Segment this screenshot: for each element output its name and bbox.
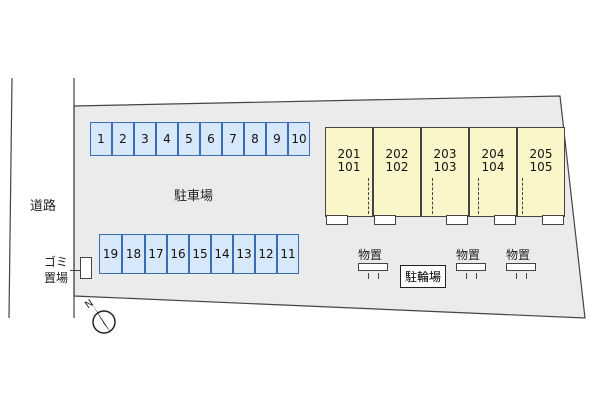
road-edge-left	[8, 77, 13, 319]
parking-slot: 9	[266, 122, 288, 156]
parking-slot: 16	[167, 234, 189, 274]
parking-slot: 5	[178, 122, 200, 156]
unit: 204 104	[469, 127, 517, 217]
bicycle-parking-label: 駐輪場	[400, 265, 447, 288]
parking-slot: 19	[99, 234, 122, 274]
unit-lower-number: 105	[529, 160, 553, 174]
unit-lower-number: 104	[481, 160, 505, 174]
parking-slot: 17	[145, 234, 167, 274]
entrance-step	[542, 215, 564, 225]
unit-upper-number: 201	[337, 147, 361, 161]
unit-upper-number: 202	[385, 147, 409, 161]
parking-slot: 14	[211, 234, 233, 274]
door-line	[420, 178, 421, 214]
unit-lower-number: 103	[433, 160, 457, 174]
parking-slot: 10	[288, 122, 310, 156]
parking-slot: 18	[122, 234, 145, 274]
door-line	[368, 178, 369, 214]
storage-shed	[456, 263, 486, 279]
unit: 205 105	[517, 127, 565, 217]
storage-label: 物置	[358, 248, 383, 262]
parking-slot: 2	[112, 122, 134, 156]
garbage-area-box	[80, 257, 92, 279]
unit-upper-number: 203	[433, 147, 457, 161]
garbage-leader-line	[70, 270, 80, 271]
garbage-label-line1: ゴミ	[44, 255, 69, 269]
entrance-step	[494, 215, 516, 225]
entrance-step	[326, 215, 348, 225]
unit: 202 102	[373, 127, 421, 217]
garbage-label-line2: 置場	[44, 271, 69, 285]
parking-slot: 11	[277, 234, 299, 274]
unit-lower-number: 101	[337, 160, 361, 174]
road-label: 道路	[30, 199, 57, 214]
parking-slot: 1	[90, 122, 112, 156]
parking-label: 駐車場	[174, 189, 214, 204]
storage-label: 物置	[506, 248, 531, 262]
parking-slot: 7	[222, 122, 244, 156]
entrance-step	[446, 215, 468, 225]
storage-shed	[358, 263, 388, 279]
parking-slot: 6	[200, 122, 222, 156]
unit-upper-number: 205	[529, 147, 553, 161]
unit-upper-number: 204	[481, 147, 505, 161]
door-line	[478, 178, 479, 214]
storage-label: 物置	[456, 248, 481, 262]
parking-slot: 15	[189, 234, 211, 274]
door-line	[432, 178, 433, 214]
parking-slot: 8	[244, 122, 266, 156]
north-compass	[92, 304, 116, 334]
unit: 201 101	[325, 127, 373, 217]
parking-slot: 4	[156, 122, 178, 156]
unit: 203 103	[421, 127, 469, 217]
unit-lower-number: 102	[385, 160, 409, 174]
door-line	[522, 178, 523, 214]
parking-slot: 13	[233, 234, 255, 274]
storage-shed	[506, 263, 536, 279]
parking-slot: 3	[134, 122, 156, 156]
parking-slot: 12	[255, 234, 277, 274]
entrance-step	[374, 215, 396, 225]
